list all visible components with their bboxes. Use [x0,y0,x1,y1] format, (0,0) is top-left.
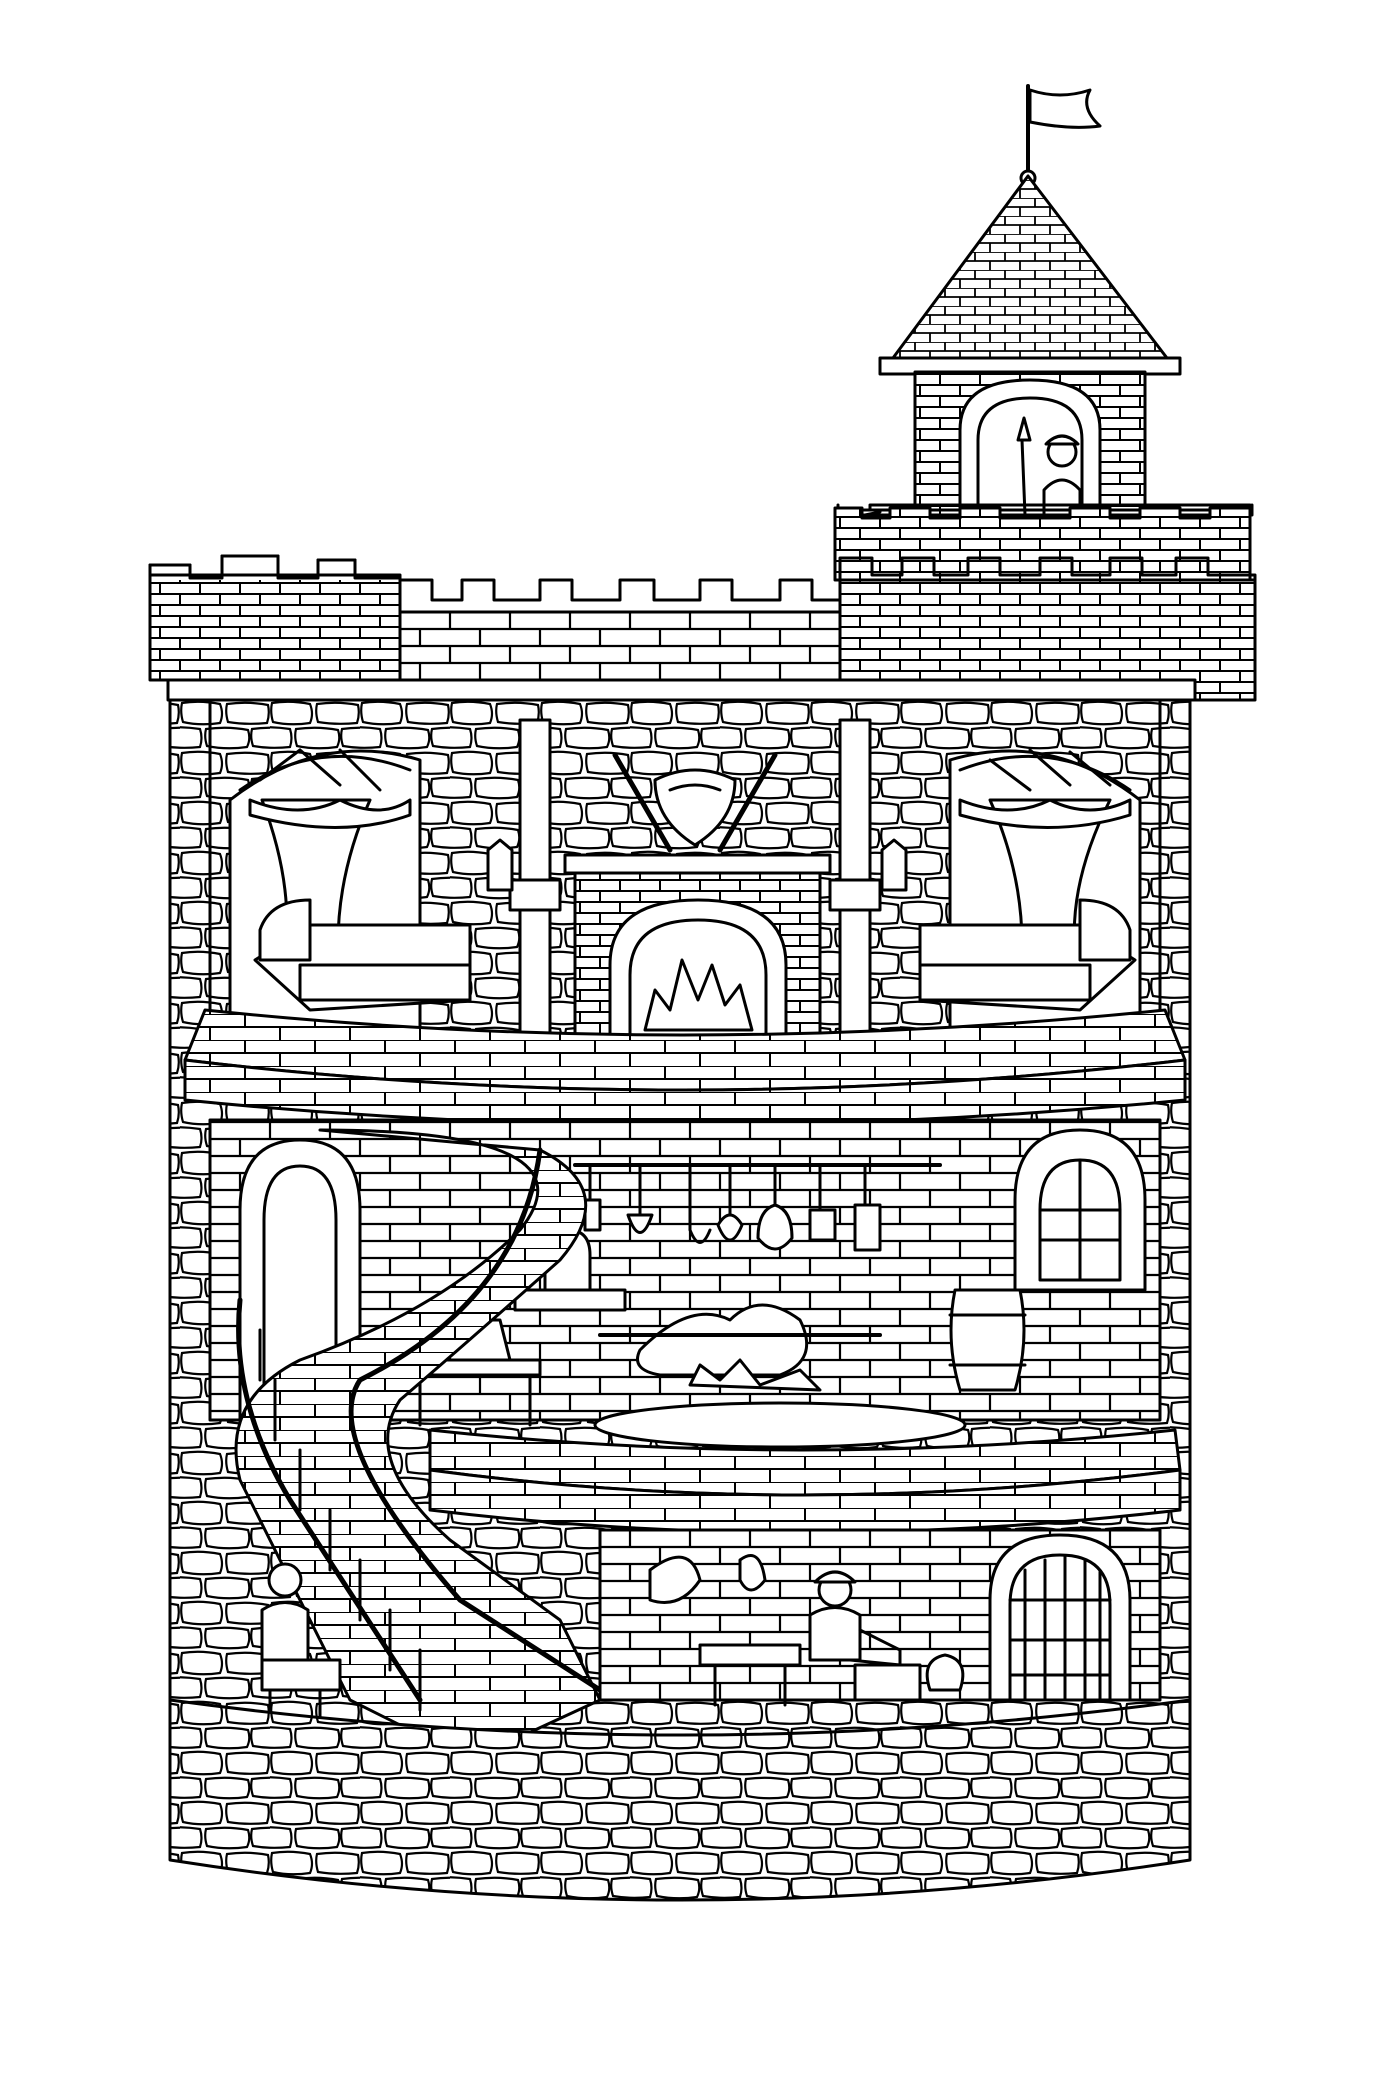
barrel-icon [951,1290,1024,1390]
jug-icon [927,1655,963,1690]
lantern-icon [882,840,906,890]
shield-swords-icon [615,755,775,850]
spiral-staircase [236,1130,600,1760]
watchtower [835,86,1252,580]
flag-icon [1030,90,1100,127]
dungeon [600,1530,1160,1705]
bed-left [255,900,470,1010]
roast-icon [638,1305,807,1375]
blacksmith [810,1572,900,1665]
fire-icon [645,960,752,1030]
fire-icon [690,1360,820,1390]
bed-right [920,900,1135,1010]
frying-pan-icon [758,1165,792,1249]
lantern-icon [488,840,512,890]
bedchamber [185,700,1185,1125]
